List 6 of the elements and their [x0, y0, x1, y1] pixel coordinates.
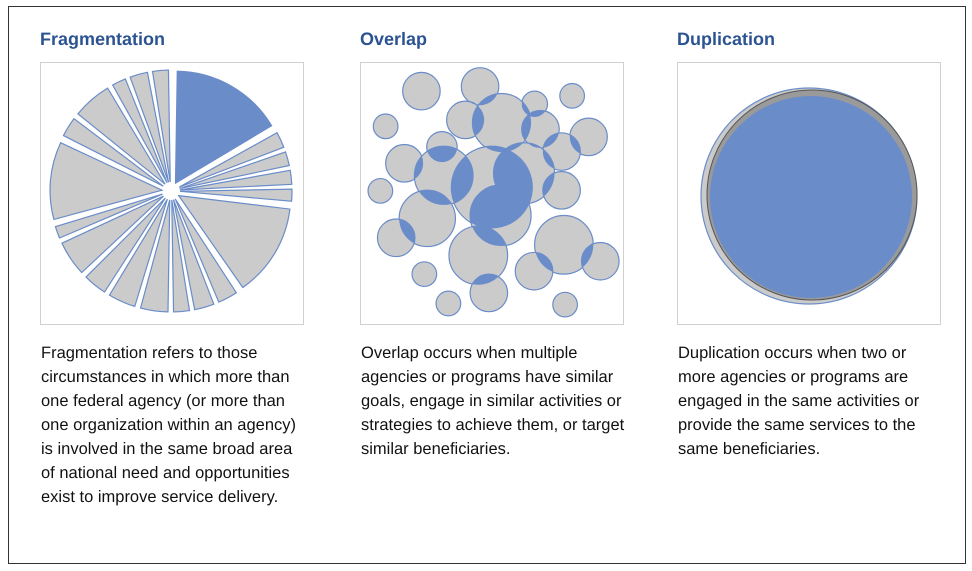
description-text: Overlap occurs when multiple agencies or programs have similar goals, engage in similar activities or strategies to achieve them, or target similar beneficiaries. [361, 343, 626, 460]
section-heading: Overlap [360, 29, 428, 50]
section-heading: Fragmentation [40, 29, 166, 50]
description-text: Duplication occurs when two or more agencies or programs are engaged in the same activities or provide the same services to the same beneficiaries. [678, 343, 920, 460]
section-heading: Duplication [677, 29, 775, 50]
description-text: Fragmentation refers to those circumstances in which more than one federal agency (or more than one organization within an agency) is involved in the same broad area of national need and opportunities exist to improve service delivery. [41, 343, 298, 508]
